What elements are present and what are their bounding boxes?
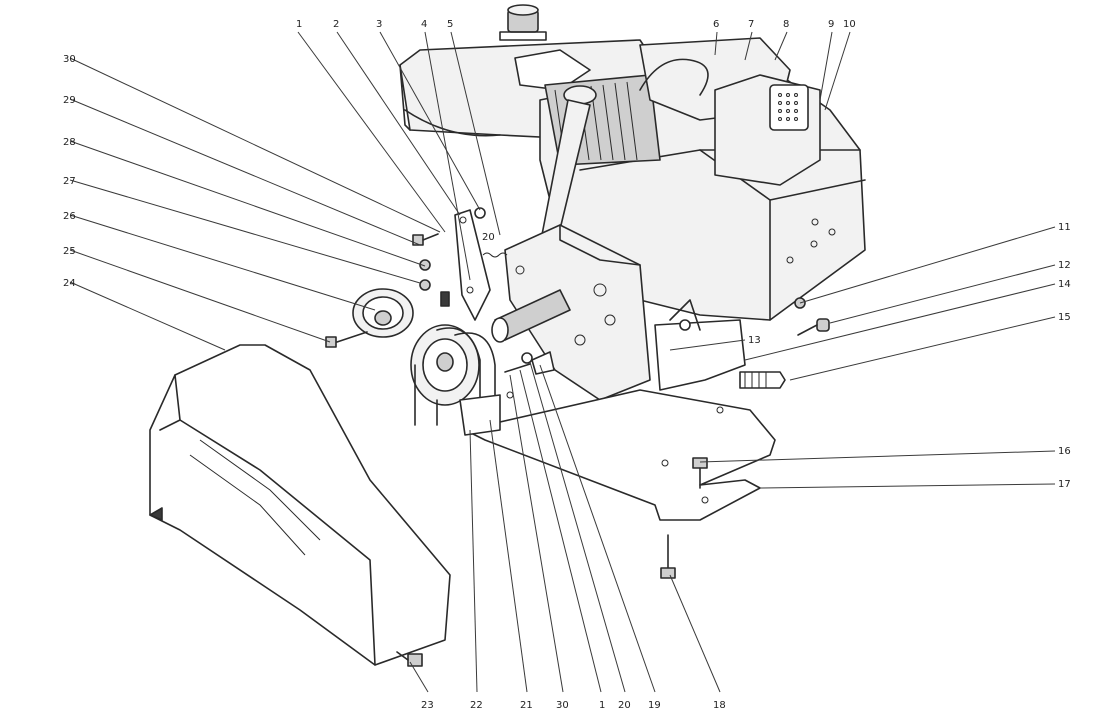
callout-22: 22 <box>470 700 483 711</box>
callout-12: 12 <box>1058 260 1071 271</box>
callout-29: 29 <box>63 95 76 106</box>
callout-5: 5 <box>447 19 453 30</box>
callout-labels: 1 2 3 4 5 6 7 8 9 10 11 12 13 14 15 16 1… <box>63 19 1071 711</box>
callout-28: 28 <box>63 137 76 148</box>
callout-14: 14 <box>1058 279 1071 290</box>
base-plate <box>464 389 776 521</box>
drive-pulley <box>410 324 480 406</box>
callout-17: 17 <box>1058 479 1071 490</box>
engine <box>399 4 866 401</box>
spring <box>482 252 508 258</box>
callout-23: 23 <box>421 700 434 711</box>
shroud-holes <box>786 218 836 264</box>
callout-30: 30 <box>63 54 76 65</box>
throttle-linkage <box>669 299 701 331</box>
callout-1: 1 <box>296 19 302 30</box>
callout-1-bottom: 1 <box>599 700 605 711</box>
air-cleaner <box>714 74 821 186</box>
callout-8: 8 <box>783 19 789 30</box>
callout-24: 24 <box>63 278 76 289</box>
engine-mount-bracket <box>654 319 746 391</box>
callout-4: 4 <box>421 19 427 30</box>
callout-10: 10 <box>843 19 856 30</box>
callout-26: 26 <box>63 211 76 222</box>
callout-13: 13 <box>748 335 761 346</box>
callout-25: 25 <box>63 246 76 257</box>
callout-30-bottom: 30 <box>556 700 569 711</box>
callout-16: 16 <box>1058 446 1071 457</box>
tank-bracket <box>514 49 591 91</box>
callout-15: 15 <box>1058 312 1071 323</box>
callout-6: 6 <box>713 19 719 30</box>
crankshaft <box>491 289 571 343</box>
leader-lines <box>69 31 1056 693</box>
callout-2: 2 <box>333 19 339 30</box>
callout-20-upper: 20 <box>482 232 495 243</box>
callout-18: 18 <box>713 700 726 711</box>
pulley-bracket <box>459 394 501 436</box>
callout-20-bottom: 20 <box>618 700 631 711</box>
belt-guard <box>149 344 451 666</box>
hardware-bolts <box>325 207 830 667</box>
drive-belts <box>414 327 496 426</box>
fuel-cap <box>499 4 547 41</box>
callout-27: 27 <box>63 176 76 187</box>
callout-7: 7 <box>748 19 754 30</box>
callout-11: 11 <box>1058 222 1071 233</box>
idler-pulley <box>352 288 414 338</box>
callout-3: 3 <box>376 19 382 30</box>
callout-9: 9 <box>828 19 834 30</box>
idler-arm <box>454 209 491 321</box>
spark-plug-wire <box>639 58 709 96</box>
callout-19: 19 <box>648 700 661 711</box>
callout-21: 21 <box>520 700 533 711</box>
